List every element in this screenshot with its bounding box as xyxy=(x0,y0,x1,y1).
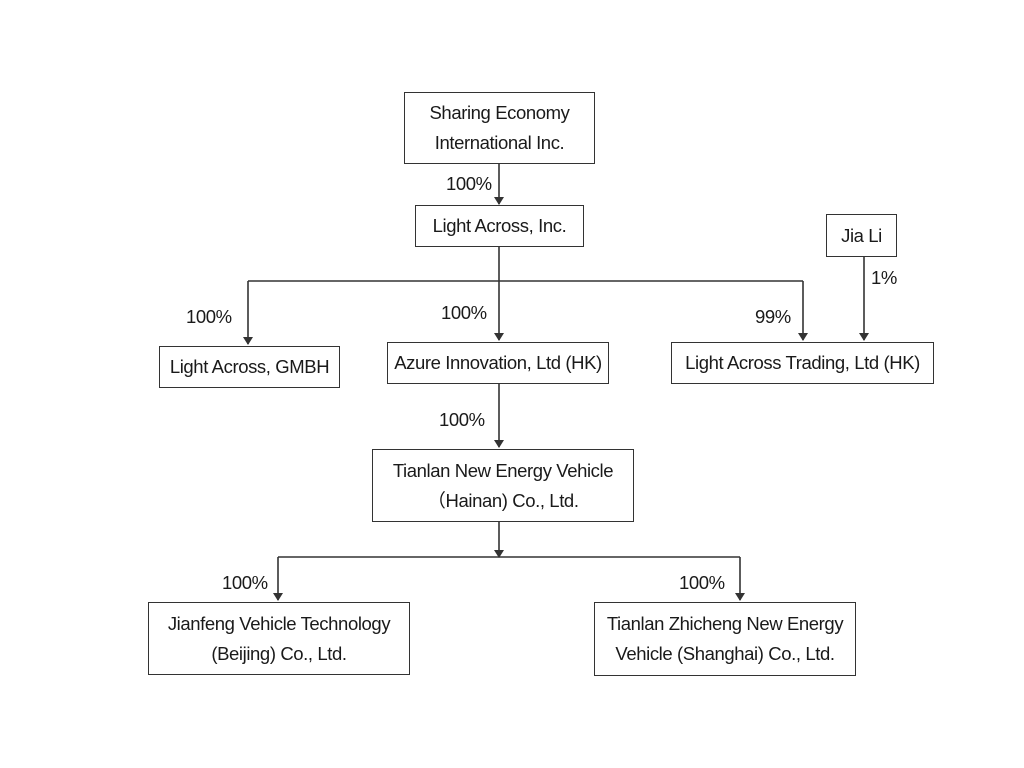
ownership-to-gmbh: 100% xyxy=(186,306,232,327)
entity-tianlan-hainan: Tianlan New Energy Vehicle （Hainan) Co.,… xyxy=(372,449,634,522)
entity-sharing-economy-line1: Sharing Economy xyxy=(429,102,570,123)
entity-tianlan-hainan-line1: Tianlan New Energy Vehicle xyxy=(392,459,614,481)
entity-tianlan-shanghai-line1: Tianlan Zhicheng New Energy xyxy=(606,613,844,634)
entity-light-across-inc: Light Across, Inc. xyxy=(415,205,584,247)
entity-azure-innovation-label: Azure Innovation, Ltd (HK) xyxy=(394,352,602,373)
entity-tianlan-hainan-line2: （Hainan) Co., Ltd. xyxy=(427,489,579,511)
entity-light-across-gmbh: Light Across, GMBH xyxy=(159,346,340,388)
ownership-azure-to-hainan: 100% xyxy=(439,409,485,430)
entity-jianfeng-beijing-line1: Jianfeng Vehicle Technology xyxy=(167,612,391,634)
ownership-jiali-to-trading: 1% xyxy=(871,267,897,288)
entity-tianlan-shanghai-line2: Vehicle (Shanghai) Co., Ltd. xyxy=(615,643,835,664)
entity-light-across-trading-label: Light Across Trading, Ltd (HK) xyxy=(685,352,920,373)
ownership-to-azure: 100% xyxy=(441,302,487,323)
entity-light-across-trading: Light Across Trading, Ltd (HK) xyxy=(671,342,934,384)
entity-azure-innovation: Azure Innovation, Ltd (HK) xyxy=(387,342,609,384)
ownership-to-trading: 99% xyxy=(755,306,791,327)
ownership-to-jianfeng: 100% xyxy=(222,572,268,593)
entity-jianfeng-beijing: Jianfeng Vehicle Technology (Beijing) Co… xyxy=(148,602,410,675)
entity-sharing-economy: Sharing Economy International Inc. xyxy=(404,92,595,164)
entity-jia-li: Jia Li xyxy=(826,214,897,257)
entity-jia-li-label: Jia Li xyxy=(841,224,882,246)
entity-light-across-inc-label: Light Across, Inc. xyxy=(432,215,567,236)
entity-tianlan-shanghai: Tianlan Zhicheng New Energy Vehicle (Sha… xyxy=(594,602,856,676)
ownership-to-shanghai: 100% xyxy=(679,572,725,593)
entity-light-across-gmbh-label: Light Across, GMBH xyxy=(169,356,330,377)
entity-jianfeng-beijing-line2: (Beijing) Co., Ltd. xyxy=(211,642,347,664)
entity-sharing-economy-line2: International Inc. xyxy=(434,132,565,153)
ownership-sei-to-inc: 100% xyxy=(446,173,492,194)
